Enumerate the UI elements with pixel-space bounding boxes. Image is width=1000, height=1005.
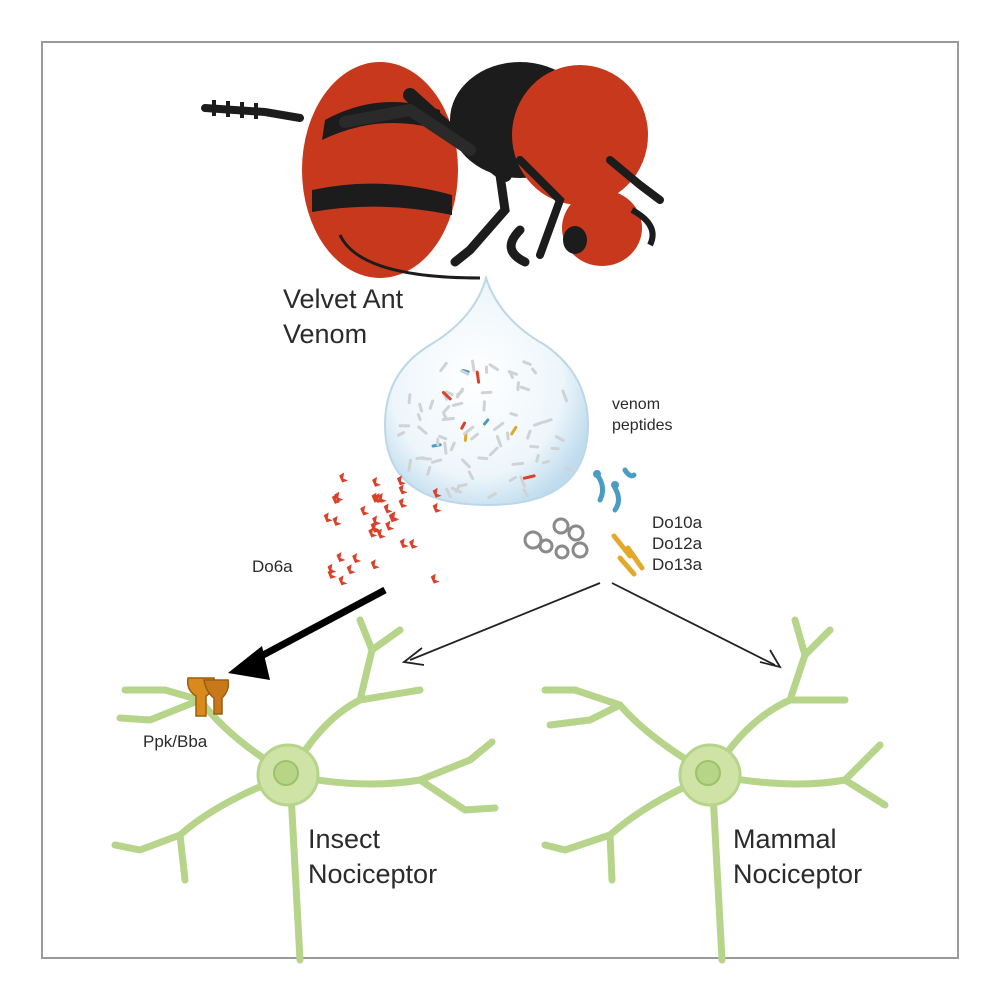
drop-peptide-speck (459, 485, 466, 487)
mammal-nociceptor-line1: Mammal (733, 823, 837, 855)
drop-peptide-speck (511, 414, 517, 416)
drop-peptide-speck (544, 461, 549, 462)
do10a-label: Do10a (652, 512, 702, 533)
venom-peptides-label-line1: venom (612, 395, 660, 414)
ppk-bba-label: Ppk/Bba (143, 731, 207, 752)
drop-peptide-speck (507, 433, 508, 439)
drop-peptide-speck (537, 456, 539, 462)
drop-peptide-speck (518, 383, 519, 390)
venom-title-line1: Velvet Ant (283, 283, 403, 315)
drop-peptide-speck (482, 392, 491, 393)
drop-peptide-speck (479, 458, 487, 459)
do6a-label: Do6a (252, 556, 293, 577)
drop-peptide-speck (453, 403, 461, 405)
drop-peptide-speck (418, 415, 420, 420)
drop-peptide-speck (409, 460, 411, 470)
drop-peptide-speck (513, 463, 523, 464)
drop-peptide-speck (417, 458, 424, 459)
do13a-label: Do13a (652, 554, 702, 575)
drop-peptide-speck (531, 446, 538, 447)
drop-peptide-speck (484, 402, 485, 410)
drop-peptide-speck (477, 372, 478, 382)
drop-peptide-speck (409, 395, 410, 403)
do12a-label: Do12a (652, 533, 702, 554)
drop-peptide-speck (473, 361, 474, 370)
drop-peptide-speck (445, 443, 446, 453)
insect-nociceptor-line2: Nociceptor (308, 858, 437, 890)
drop-peptide-speck (420, 404, 422, 411)
drop-peptide-speck (443, 418, 453, 419)
insect-nociceptor-line1: Insect (308, 823, 380, 855)
drop-peptide-speck (510, 372, 512, 377)
venom-title-line2: Venom (283, 318, 367, 350)
insect-neuron-nucleus (274, 761, 298, 785)
drop-peptide-speck (566, 468, 572, 470)
mammal-nociceptor-line2: Nociceptor (733, 858, 862, 890)
venom-peptides-label-line2: peptides (612, 416, 673, 435)
mammal-neuron-nucleus (696, 761, 720, 785)
drop-peptide-speck (428, 467, 430, 474)
